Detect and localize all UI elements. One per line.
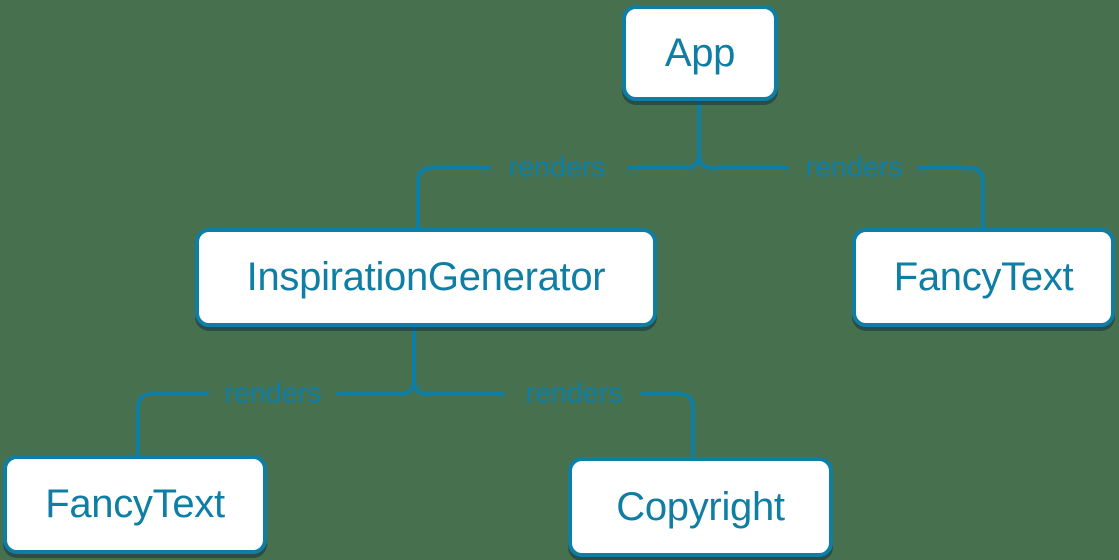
- edge-label-inspiration-generator-fancy-text: renders: [224, 377, 322, 410]
- node-fancy-text-top-label: FancyText: [893, 255, 1074, 299]
- node-fancy-text-bottom: FancyText: [3, 455, 267, 554]
- edge-app-fancy-text: [697, 152, 985, 232]
- node-inspiration-generator: InspirationGenerator: [195, 228, 657, 327]
- node-fancy-text-bottom-label: FancyText: [45, 482, 225, 526]
- edge-label-app-inspiration-generator: renders: [508, 151, 606, 184]
- node-app: App: [622, 5, 778, 101]
- edge-label-app-fancy-text: renders: [805, 151, 903, 184]
- edge-inspiration-generator-copyright: [412, 378, 695, 461]
- edge-label-inspiration-generator-copyright: renders: [525, 377, 623, 410]
- node-copyright: Copyright: [568, 457, 833, 557]
- node-inspiration-generator-label: InspirationGenerator: [246, 255, 606, 299]
- node-copyright-label: Copyright: [616, 484, 785, 529]
- node-app-label: App: [664, 30, 736, 75]
- node-fancy-text-top: FancyText: [852, 228, 1115, 327]
